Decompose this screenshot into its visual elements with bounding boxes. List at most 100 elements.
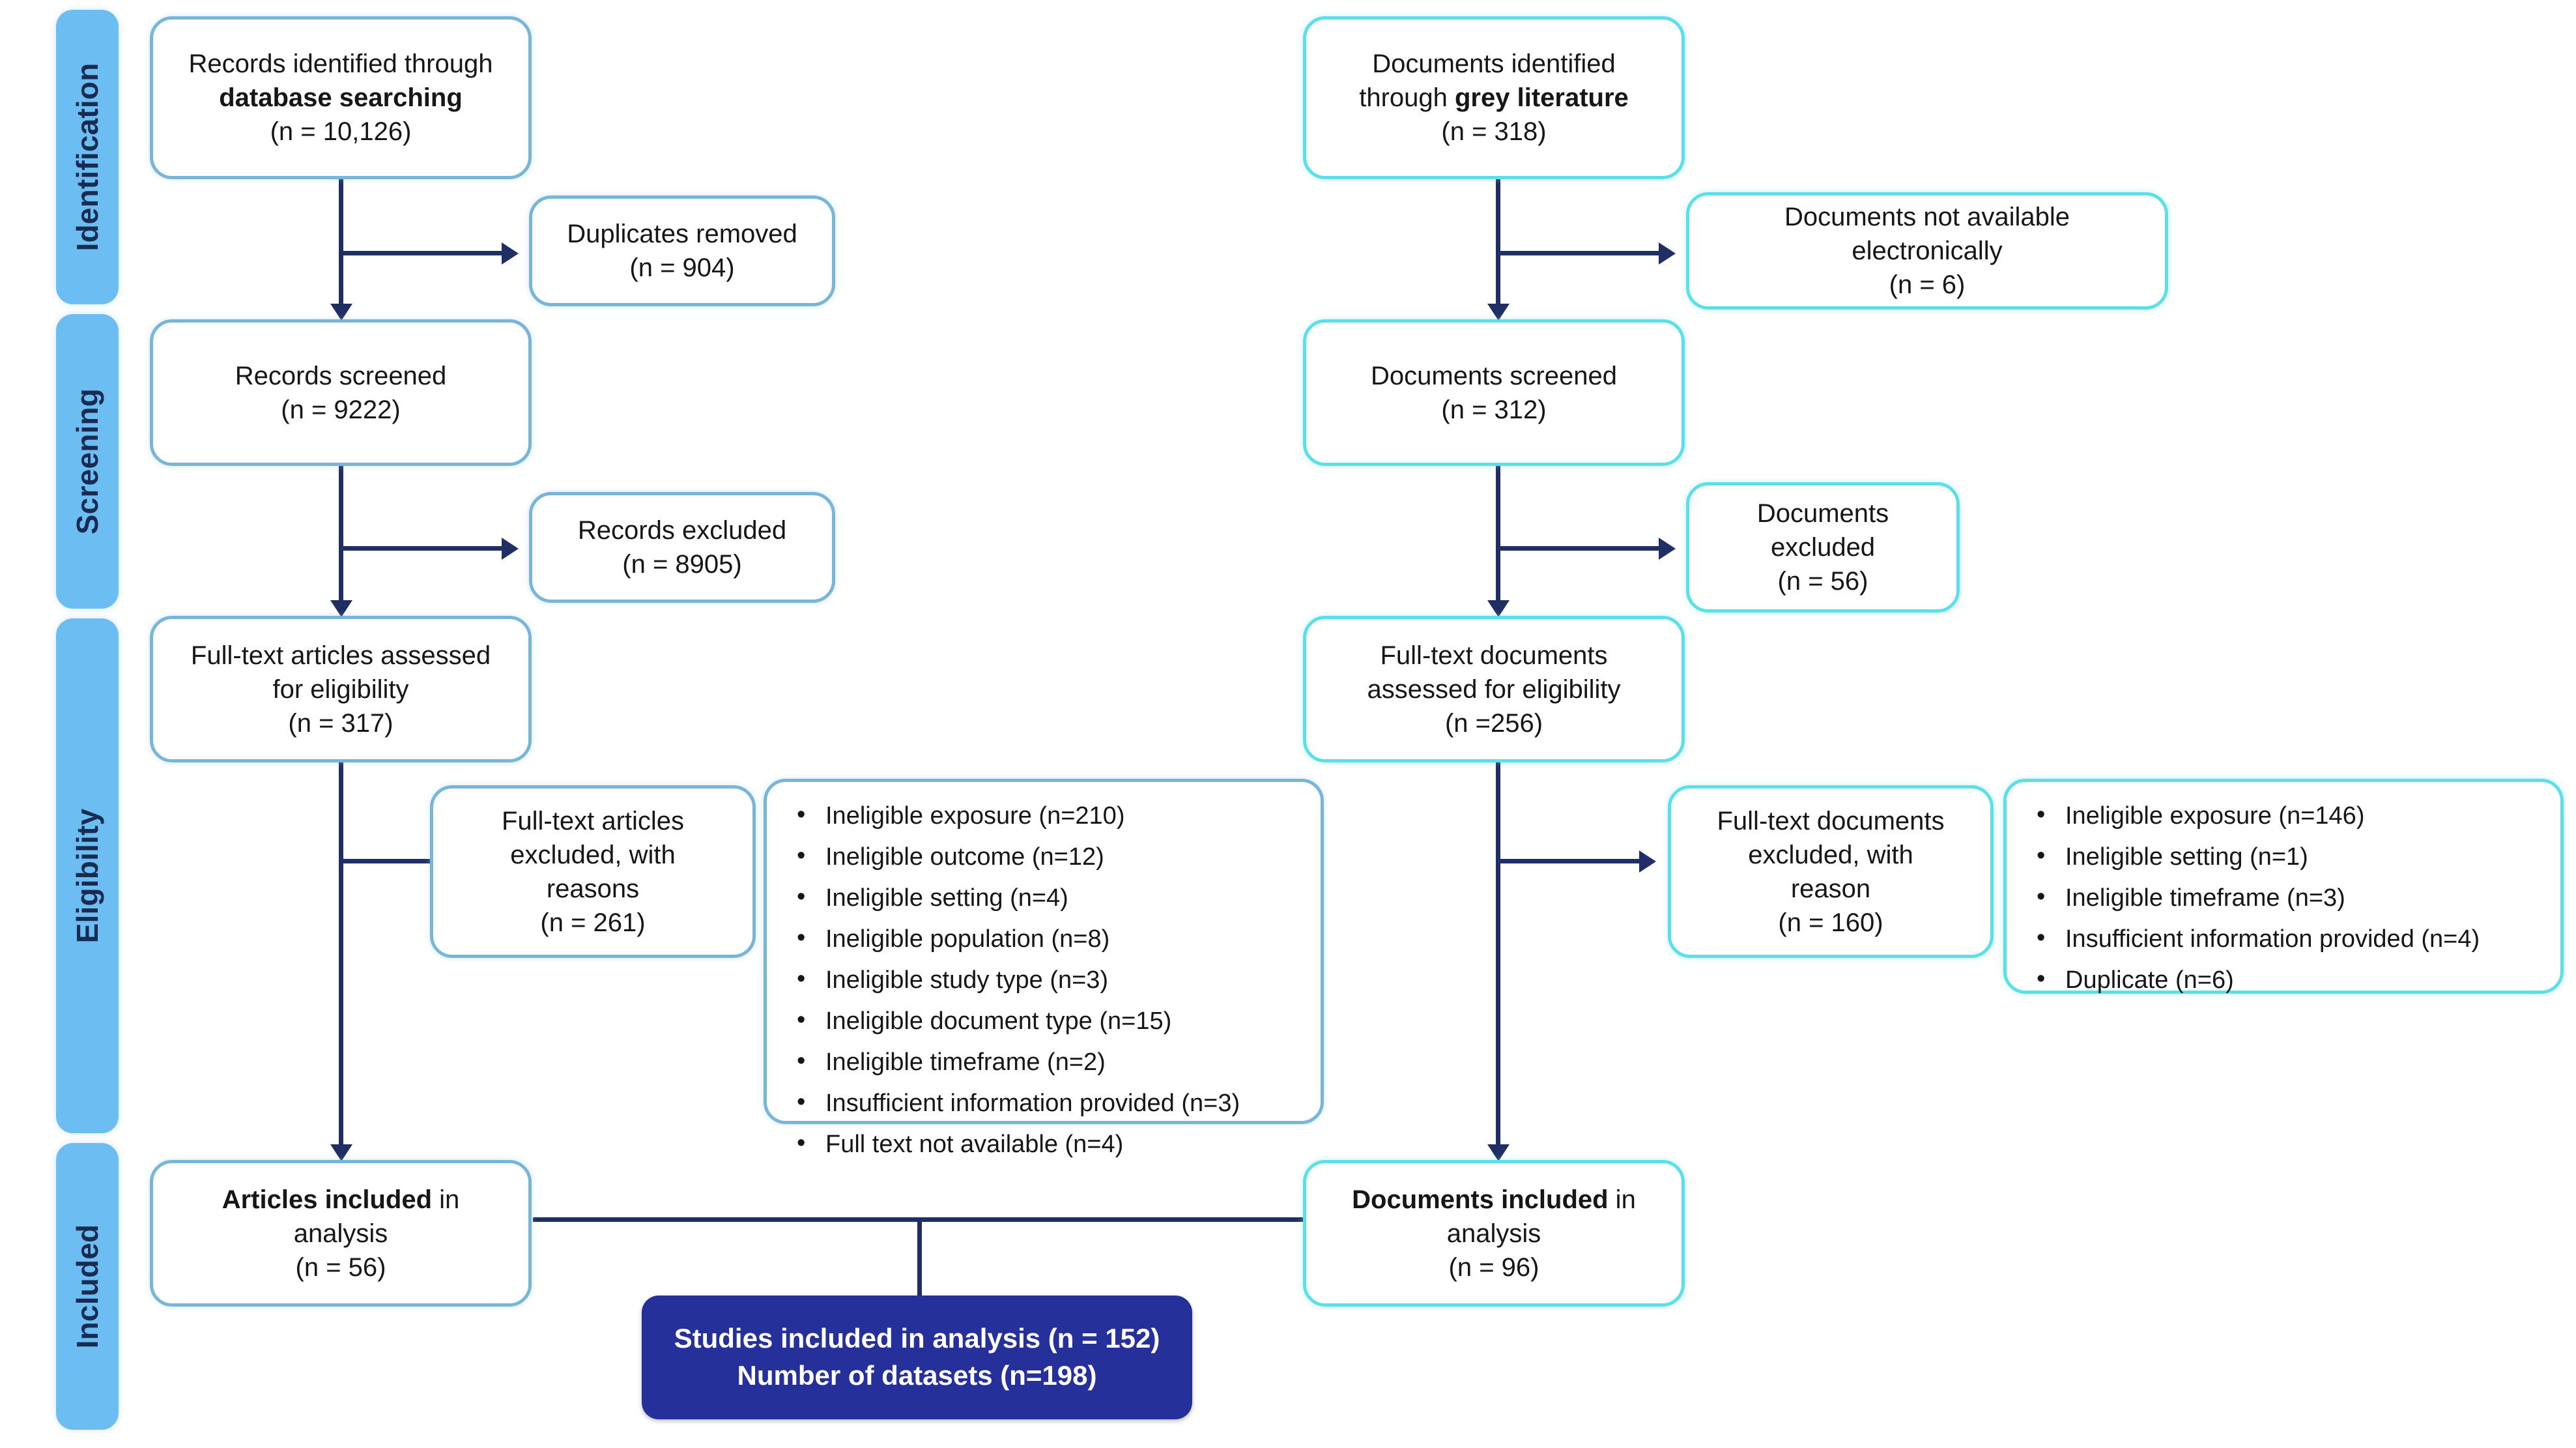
documents-included-suffix: in bbox=[1608, 1185, 1636, 1214]
duplicates-removed-count: (n = 904) bbox=[629, 253, 735, 282]
arrow-left-to-records-excluded bbox=[502, 538, 519, 560]
arrow-right-to-documents-excluded bbox=[1659, 538, 1676, 560]
fulltext-docs-assessed-line2: assessed for eligibility bbox=[1367, 674, 1621, 704]
node-documents-included[interactable]: Documents included in analysis (n = 96) bbox=[1303, 1160, 1685, 1307]
reason-item: Ineligible timeframe (n=2) bbox=[789, 1044, 1301, 1080]
node-documents-not-available[interactable]: Documents not available electronically (… bbox=[1686, 192, 2168, 310]
connector-left-fulltext-to-included bbox=[339, 762, 343, 1150]
connector-left-to-duplicates bbox=[339, 251, 502, 255]
connector-left-screened-to-fulltext bbox=[339, 466, 343, 606]
documents-included-line2: analysis bbox=[1446, 1219, 1541, 1248]
fulltext-assessed-count: (n = 317) bbox=[288, 708, 394, 738]
stage-label-included: Included bbox=[70, 1224, 104, 1349]
fulltext-docs-assessed-line1: Full-text documents bbox=[1380, 641, 1608, 670]
documents-identified-line2-prefix: through bbox=[1359, 83, 1455, 112]
records-identified-source: database searching bbox=[219, 83, 463, 112]
node-exclusion-reasons-articles[interactable]: Ineligible exposure (n=210) Ineligible o… bbox=[764, 779, 1324, 1161]
connector-right-identified-to-screened bbox=[1496, 179, 1500, 310]
documents-included-count: (n = 96) bbox=[1448, 1253, 1539, 1282]
connector-right-to-not-available bbox=[1496, 251, 1659, 255]
arrow-right-to-fulltext-excluded bbox=[1639, 850, 1656, 873]
reason-item: Ineligible study type (n=3) bbox=[789, 962, 1301, 998]
node-records-screened[interactable]: Records screened (n = 9222) bbox=[150, 319, 532, 466]
node-documents-screened[interactable]: Documents screened (n = 312) bbox=[1303, 319, 1685, 466]
node-duplicates-removed[interactable]: Duplicates removed (n = 904) bbox=[529, 195, 835, 306]
records-identified-line1: Records identified through bbox=[188, 50, 493, 78]
articles-included-suffix: in bbox=[432, 1185, 460, 1214]
documents-included-label: Documents included bbox=[1352, 1185, 1609, 1214]
connector-merge-horizontal bbox=[533, 1217, 1328, 1222]
fulltext-excluded-line3: reasons bbox=[546, 874, 640, 903]
fulltext-docs-excluded-line1: Full-text documents bbox=[1717, 806, 1945, 835]
node-fulltext-documents-excluded[interactable]: Full-text documents excluded, with reaso… bbox=[1668, 785, 1994, 958]
arrow-right-identified-to-screened bbox=[1487, 304, 1510, 321]
reason-item: Ineligible exposure (n=146) bbox=[2029, 798, 2541, 834]
node-documents-excluded[interactable]: Documents excluded (n = 56) bbox=[1686, 482, 1960, 613]
fulltext-docs-excluded-line2: excluded, with bbox=[1748, 840, 1913, 869]
final-datasets-count: Number of datasets (n=198) bbox=[737, 1360, 1097, 1391]
reason-item: Ineligible timeframe (n=3) bbox=[2029, 880, 2541, 916]
node-fulltext-documents-assessed[interactable]: Full-text documents assessed for eligibi… bbox=[1303, 616, 1685, 762]
documents-excluded-count: (n = 56) bbox=[1777, 567, 1868, 596]
connector-left-identified-to-screened bbox=[339, 179, 343, 310]
reason-item: Ineligible setting (n=1) bbox=[2029, 839, 2541, 875]
stage-label-identification: Identification bbox=[70, 63, 104, 252]
documents-screened-label: Documents screened bbox=[1371, 361, 1617, 390]
node-records-excluded[interactable]: Records excluded (n = 8905) bbox=[529, 492, 835, 603]
documents-screened-count: (n = 312) bbox=[1441, 395, 1547, 424]
fulltext-excluded-line1: Full-text articles bbox=[501, 806, 685, 835]
arrow-left-fulltext-to-included bbox=[330, 1144, 352, 1161]
stage-label-eligibility: Eligibility bbox=[70, 808, 104, 944]
fulltext-docs-assessed-count: (n =256) bbox=[1444, 708, 1543, 738]
stage-bar-eligibility: Eligibility bbox=[56, 618, 119, 1133]
node-studies-included-total[interactable]: Studies included in analysis (n = 152) N… bbox=[642, 1296, 1192, 1419]
connector-merge-to-final bbox=[917, 1217, 922, 1299]
connector-right-to-documents-excluded bbox=[1496, 546, 1659, 551]
stage-bar-screening: Screening bbox=[56, 314, 119, 609]
reason-item: Insufficient information provided (n=4) bbox=[2029, 921, 2541, 957]
final-studies-count: Studies included in analysis (n = 152) bbox=[674, 1323, 1160, 1354]
connector-right-fulltext-to-included bbox=[1496, 762, 1500, 1150]
arrow-right-fulltext-to-included bbox=[1487, 1144, 1510, 1161]
arrow-left-identified-to-screened bbox=[330, 304, 352, 321]
connector-right-screened-to-fulltext bbox=[1496, 466, 1500, 606]
node-exclusion-reasons-documents[interactable]: Ineligible exposure (n=146) Ineligible s… bbox=[2003, 779, 2564, 997]
articles-included-count: (n = 56) bbox=[295, 1253, 386, 1282]
exclusion-reasons-documents-list: Ineligible exposure (n=146) Ineligible s… bbox=[2029, 798, 2541, 998]
node-fulltext-articles-excluded[interactable]: Full-text articles excluded, with reason… bbox=[430, 785, 756, 958]
node-documents-identified[interactable]: Documents identified through grey litera… bbox=[1303, 16, 1685, 179]
reason-item: Ineligible setting (n=4) bbox=[789, 880, 1301, 916]
node-records-identified[interactable]: Records identified through database sear… bbox=[150, 16, 532, 179]
stage-bar-included: Included bbox=[56, 1143, 119, 1430]
exclusion-reasons-articles-list: Ineligible exposure (n=210) Ineligible o… bbox=[789, 798, 1301, 1163]
node-fulltext-articles-assessed[interactable]: Full-text articles assessed for eligibil… bbox=[150, 616, 532, 762]
connector-left-to-fulltext-excluded bbox=[339, 859, 430, 863]
documents-not-available-count: (n = 6) bbox=[1889, 270, 1966, 299]
arrow-left-screened-to-fulltext bbox=[330, 600, 352, 617]
arrow-right-screened-to-fulltext bbox=[1487, 600, 1510, 617]
records-excluded-count: (n = 8905) bbox=[622, 550, 742, 579]
documents-identified-line1: Documents identified bbox=[1372, 50, 1616, 78]
records-excluded-label: Records excluded bbox=[577, 516, 787, 545]
documents-identified-source: grey literature bbox=[1455, 83, 1629, 112]
arrow-left-to-duplicates bbox=[502, 242, 519, 265]
reason-item: Insufficient information provided (n=3) bbox=[789, 1085, 1301, 1122]
reason-item: Full text not available (n=4) bbox=[789, 1126, 1301, 1163]
connector-left-to-records-excluded bbox=[339, 546, 502, 551]
articles-included-line2: analysis bbox=[293, 1219, 388, 1248]
reason-item: Ineligible outcome (n=12) bbox=[789, 839, 1301, 875]
node-articles-included[interactable]: Articles included in analysis (n = 56) bbox=[150, 1160, 532, 1307]
documents-identified-count: (n = 318) bbox=[1441, 117, 1547, 146]
stage-label-screening: Screening bbox=[70, 388, 104, 535]
stage-bar-identification: Identification bbox=[56, 10, 119, 304]
reason-item: Ineligible document type (n=15) bbox=[789, 1003, 1301, 1039]
fulltext-excluded-count: (n = 261) bbox=[540, 908, 646, 937]
documents-excluded-line1: Documents bbox=[1756, 499, 1889, 528]
fulltext-excluded-line2: excluded, with bbox=[510, 840, 676, 869]
records-screened-count: (n = 9222) bbox=[281, 395, 401, 424]
connector-right-to-fulltext-excluded bbox=[1496, 859, 1639, 863]
reason-item: Ineligible population (n=8) bbox=[789, 921, 1301, 957]
documents-not-available-line1: Documents not available bbox=[1784, 203, 2070, 231]
fulltext-docs-excluded-line3: reason bbox=[1790, 874, 1871, 903]
